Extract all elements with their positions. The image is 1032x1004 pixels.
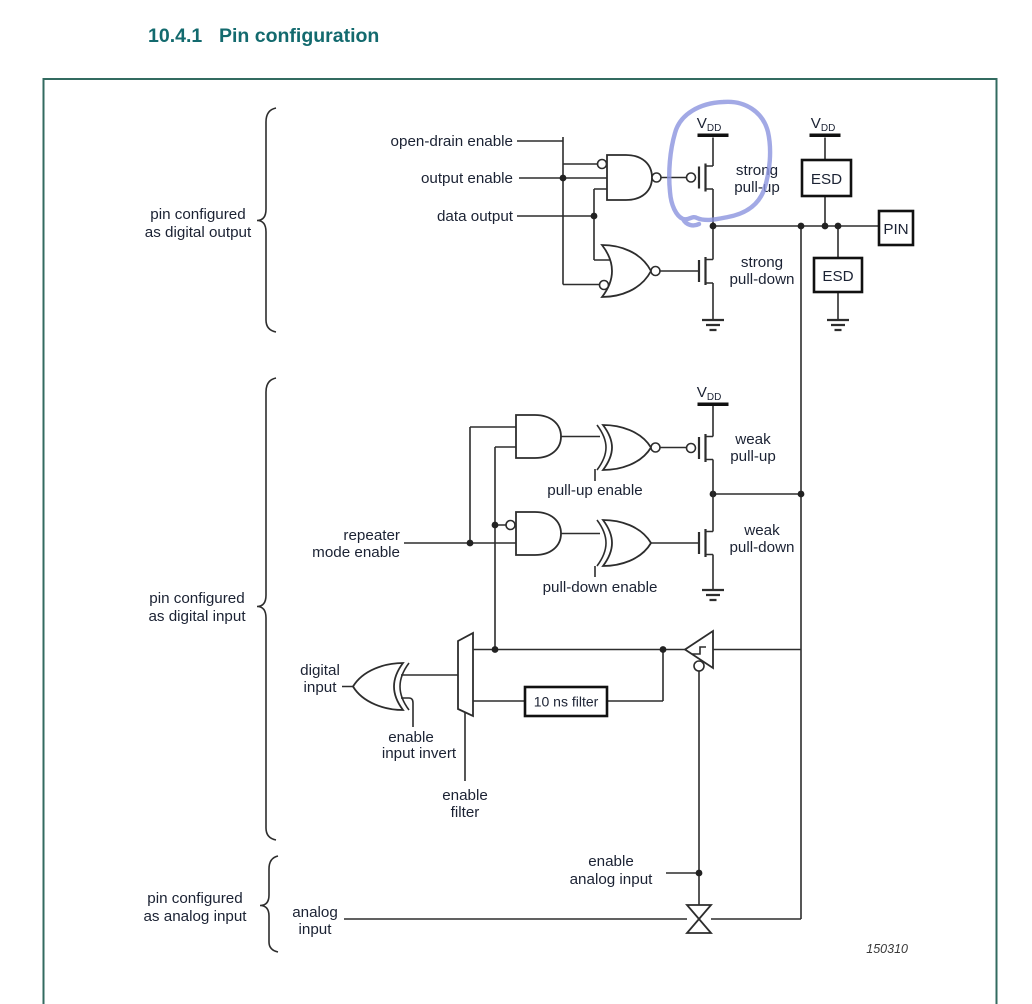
label-weak-pulldown-1: weak bbox=[743, 522, 780, 539]
vdd-symbol-pullup: VDD bbox=[697, 115, 729, 137]
nand-gate bbox=[596, 154, 687, 201]
figure-id: 150310 bbox=[866, 942, 908, 956]
input-path-labels: digital input enable input invert enable… bbox=[300, 662, 488, 821]
section-heading: 10.4.1 Pin configuration bbox=[148, 25, 379, 47]
xnor-output-bubble bbox=[650, 442, 661, 453]
weak-section-wires bbox=[404, 426, 805, 650]
vdd-label: V bbox=[697, 115, 708, 132]
and-input-bubble bbox=[505, 519, 516, 531]
label-strong-pullup-2: pull-up bbox=[734, 179, 780, 196]
label-output-enable: output enable bbox=[421, 170, 513, 187]
label-digital-input-1: digital bbox=[300, 662, 340, 679]
label-weak-pullup-2: pull-up bbox=[730, 448, 776, 465]
xor-gate-pulldown bbox=[596, 519, 698, 567]
vdd-subscript: DD bbox=[821, 123, 835, 134]
label-digital-input-2: input bbox=[304, 679, 338, 696]
and-gate-pulldown bbox=[505, 511, 562, 556]
label-enable-filter-2: filter bbox=[451, 804, 480, 821]
label-strong-pulldown-2: pull-down bbox=[729, 271, 794, 288]
esd-top-label: ESD bbox=[811, 171, 842, 188]
brace-digital-output: pin configured as digital output bbox=[145, 107, 277, 333]
weak-pullup-transistor: weak pull-up bbox=[685, 406, 776, 494]
pmos-gate-bubble bbox=[685, 172, 697, 183]
and-gate-pullup bbox=[515, 414, 562, 459]
label-pin-configured-digital-input-1: pin configured bbox=[149, 590, 244, 607]
svg-text:VDD: VDD bbox=[697, 384, 722, 403]
ground-symbol-esd bbox=[827, 318, 849, 332]
label-pin-configured-analog-input-2: as analog input bbox=[143, 908, 247, 925]
label-weak-pullup-1: weak bbox=[734, 431, 771, 448]
esd-bottom-label: ESD bbox=[822, 268, 853, 285]
esd-top-box: ESD bbox=[800, 158, 853, 198]
nor-gate bbox=[598, 244, 698, 298]
nor-output-bubble bbox=[650, 265, 661, 277]
filter-box: 10 ns filter bbox=[523, 685, 609, 718]
section-number: 10.4.1 bbox=[148, 25, 202, 47]
label-enable-filter-1: enable bbox=[442, 787, 488, 804]
vdd-symbol-weak: VDD bbox=[697, 384, 729, 406]
label-pin-configured-digital-output-1: pin configured bbox=[150, 206, 245, 223]
weak-section-labels: pull-up enable pull-down enable repeater… bbox=[312, 482, 657, 596]
label-enable-input-invert-2: input invert bbox=[382, 745, 457, 762]
page-title: Pin configuration bbox=[219, 25, 379, 47]
schmitt-trigger bbox=[683, 629, 714, 905]
label-enable-analog-input-1: enable bbox=[588, 853, 634, 870]
label-pin-configured-analog-input-1: pin configured bbox=[147, 890, 242, 907]
analog-section: enable analog input analog input bbox=[292, 853, 801, 938]
nand-output-bubble bbox=[651, 172, 662, 183]
label-strong-pullup-1: strong bbox=[736, 162, 778, 179]
label-repeater-1: repeater bbox=[343, 527, 400, 544]
figure-frame bbox=[42, 78, 998, 1004]
vdd-subscript: DD bbox=[707, 392, 721, 403]
label-open-drain-enable: open-drain enable bbox=[391, 133, 513, 150]
svg-text:VDD: VDD bbox=[811, 115, 836, 134]
analog-switch bbox=[685, 904, 713, 934]
pin-node-wires bbox=[709, 137, 879, 919]
input-path-wires bbox=[342, 646, 801, 781]
xnor-gate-pullup bbox=[596, 424, 687, 471]
ground-symbol-weak bbox=[702, 588, 724, 602]
pin-box: PIN bbox=[877, 209, 915, 247]
label-data-output: data output bbox=[437, 208, 514, 225]
label-pin-configured-digital-output-2: as digital output bbox=[145, 224, 252, 241]
svg-text:VDD: VDD bbox=[697, 115, 722, 134]
label-weak-pulldown-2: pull-down bbox=[729, 539, 794, 556]
ground-symbol-strong bbox=[702, 318, 724, 332]
vdd-subscript: DD bbox=[707, 123, 721, 134]
pmos-gate-bubble bbox=[685, 442, 697, 454]
signal-labels-output-section: open-drain enable output enable data out… bbox=[391, 133, 514, 225]
handwritten-annotation-circle bbox=[667, 99, 773, 228]
xor-gate-digital-input bbox=[351, 662, 410, 711]
esd-bottom-box: ESD bbox=[812, 256, 864, 294]
label-pulldown-enable: pull-down enable bbox=[543, 579, 658, 596]
nand-input-bubble bbox=[596, 158, 608, 170]
vdd-label: V bbox=[697, 384, 708, 401]
filter-label: 10 ns filter bbox=[534, 694, 599, 710]
label-enable-input-invert-1: enable bbox=[388, 729, 434, 746]
brace-digital-input: pin configured as digital input bbox=[148, 377, 277, 841]
label-repeater-2: mode enable bbox=[312, 544, 400, 561]
label-analog-input-2: input bbox=[299, 921, 333, 938]
label-pullup-enable: pull-up enable bbox=[547, 482, 642, 499]
label-pin-configured-digital-input-2: as digital input bbox=[148, 608, 246, 625]
label-enable-analog-input-2: analog input bbox=[570, 871, 654, 888]
vdd-label: V bbox=[811, 115, 822, 132]
schmitt-enable-bubble bbox=[693, 660, 705, 672]
pin-label: PIN bbox=[883, 221, 908, 238]
input-mux bbox=[457, 631, 474, 718]
output-section-wires bbox=[517, 137, 611, 286]
label-analog-input-1: analog bbox=[292, 904, 338, 921]
vdd-symbol-esd: VDD bbox=[809, 115, 841, 137]
strong-pulldown-transistor: strong pull-down bbox=[697, 226, 795, 320]
label-strong-pulldown-1: strong bbox=[741, 254, 783, 271]
brace-analog-input: pin configured as analog input bbox=[143, 855, 279, 953]
weak-pulldown-transistor: weak pull-down bbox=[697, 494, 795, 590]
nor-input-bubble bbox=[598, 279, 610, 291]
